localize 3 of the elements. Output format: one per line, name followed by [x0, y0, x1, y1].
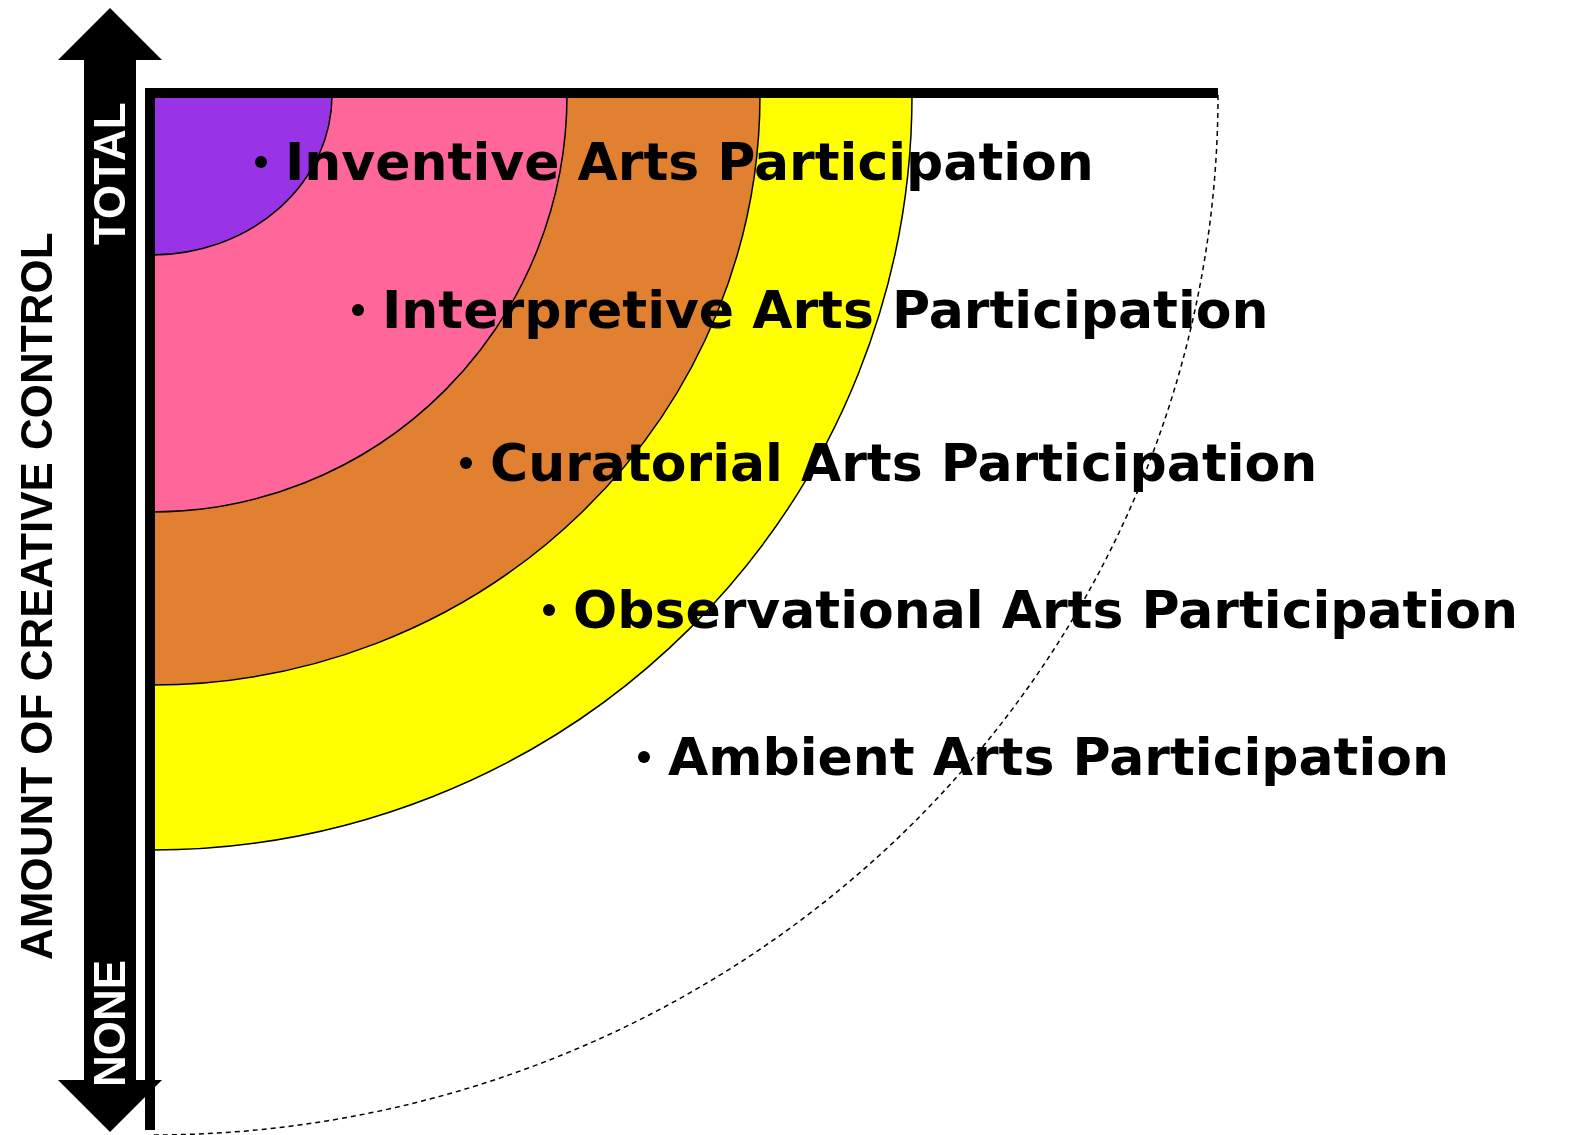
axis-end-label: TOTAL: [88, 102, 132, 245]
axis-end-label: NONE: [88, 959, 132, 1087]
axis-title: AMOUNT OF CREATIVE CONTROL: [15, 232, 59, 960]
